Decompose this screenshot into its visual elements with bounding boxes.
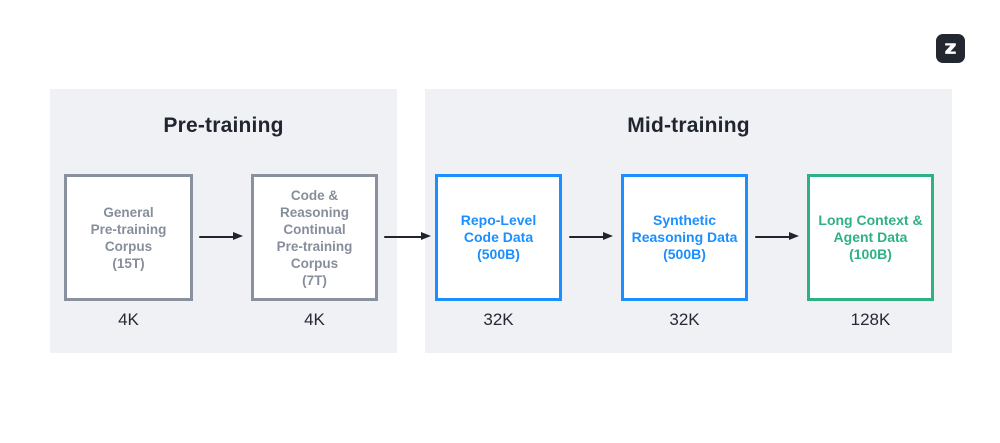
arrow-shaft	[199, 235, 236, 239]
stage-box-long-context-agent-data: Long Context & Agent Data (100B)	[807, 174, 934, 301]
stage-box-repo-level-code-data: Repo-Level Code Data (500B)	[435, 174, 562, 301]
context-length-label: 128K	[850, 310, 891, 329]
arrow-head-icon	[421, 232, 431, 241]
arrow-head-icon	[789, 232, 799, 241]
stage-label: Repo-Level Code Data (500B)	[460, 212, 537, 262]
z-icon	[942, 40, 959, 57]
midtraining-title: Mid-training	[627, 114, 750, 137]
arrow-shaft	[569, 235, 606, 239]
context-length-label: 32K	[669, 310, 700, 329]
stage-box-general-pretraining-corpus: General Pre-training Corpus (15T)	[64, 174, 193, 301]
flow-arrow	[755, 232, 799, 242]
stage-label: Synthetic Reasoning Data (500B)	[631, 212, 738, 262]
stage-box-code-reasoning-continual-corpus: Code & Reasoning Continual Pre-training …	[251, 174, 378, 301]
arrow-head-icon	[603, 232, 613, 241]
pretraining-title: Pre-training	[163, 114, 284, 137]
context-length-label: 32K	[483, 310, 514, 329]
stage-label: General Pre-training Corpus (15T)	[90, 204, 167, 271]
arrow-head-icon	[233, 232, 243, 241]
z-logo	[936, 34, 965, 63]
flow-arrow	[569, 232, 613, 242]
midtraining-panel: Mid-training Repo-Level Code Data (500B)…	[425, 89, 952, 353]
context-length-label: 4K	[118, 310, 139, 329]
pretraining-panel: Pre-training General Pre-training Corpus…	[50, 89, 397, 353]
context-length-label: 4K	[304, 310, 325, 329]
stage-box-synthetic-reasoning-data: Synthetic Reasoning Data (500B)	[621, 174, 748, 301]
flow-arrow	[384, 232, 431, 242]
stage-label: Code & Reasoning Continual Pre-training …	[276, 187, 353, 288]
arrow-shaft	[384, 235, 424, 239]
stage-label: Long Context & Agent Data (100B)	[818, 212, 923, 262]
arrow-shaft	[755, 235, 792, 239]
flow-arrow	[199, 232, 243, 242]
